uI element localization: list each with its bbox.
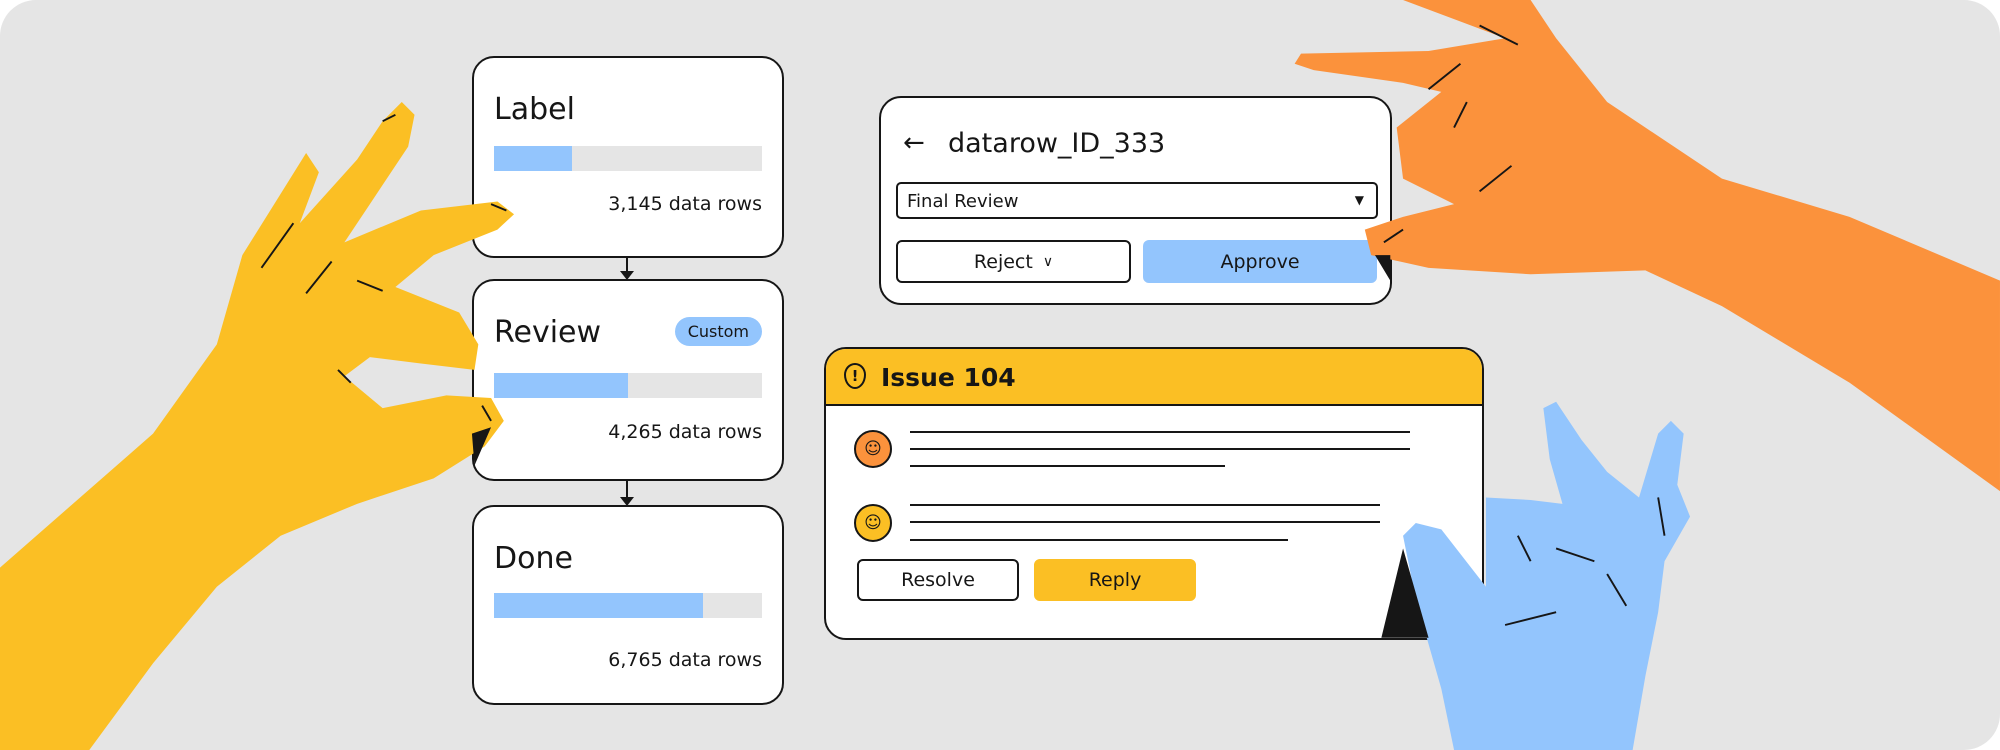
comment-line	[910, 465, 1225, 467]
reply-label: Reply	[1088, 569, 1142, 591]
user-avatar-icon: ☺	[854, 504, 892, 542]
progress-bar	[494, 593, 762, 618]
row-count: 6,765 data rows	[608, 649, 762, 671]
progress-fill	[494, 593, 704, 618]
issue-header: ! Issue 104	[826, 349, 1482, 406]
comment-line	[910, 539, 1288, 541]
approve-label: Approve	[1220, 250, 1300, 273]
comment-line	[910, 504, 1380, 506]
status-select[interactable]: Final Review ▼	[896, 182, 1378, 219]
progress-bar	[494, 146, 762, 171]
stage-title: Done	[494, 541, 573, 576]
flow-arrow	[620, 258, 634, 280]
stage-title: Review	[494, 315, 602, 350]
blue-hand	[1403, 401, 1691, 750]
progress-fill	[494, 146, 572, 171]
alert-pin-icon: !	[844, 363, 866, 389]
progress-bar	[494, 373, 762, 398]
user-avatar-icon: ☺	[854, 430, 892, 468]
custom-badge: Custom	[674, 317, 762, 346]
caret-down-icon: ▼	[1354, 193, 1364, 207]
row-count: 4,265 data rows	[608, 421, 762, 443]
stage-title: Label	[494, 92, 575, 127]
progress-fill	[494, 373, 628, 398]
approve-button[interactable]: Approve	[1143, 240, 1377, 283]
resolve-label: Resolve	[901, 569, 975, 591]
comment-line	[910, 431, 1410, 433]
resolve-button[interactable]: Resolve	[857, 559, 1019, 601]
status-select-value: Final Review	[907, 191, 1019, 212]
chevron-down-icon: ∨	[1042, 253, 1054, 270]
comment-line	[910, 448, 1410, 450]
reply-button[interactable]: Reply	[1034, 559, 1196, 601]
row-count: 3,145 data rows	[608, 193, 762, 215]
reject-label: Reject	[973, 250, 1033, 273]
reject-button[interactable]: Reject ∨	[896, 240, 1131, 283]
orange-hand	[1294, 0, 2000, 492]
back-arrow-icon[interactable]: ←	[903, 128, 925, 158]
datarow-title: datarow_ID_333	[948, 128, 1166, 159]
yellow-hand	[0, 102, 515, 750]
stage-card-label[interactable]: Label 3,145 data rows	[472, 56, 784, 258]
issue-panel: ! Issue 104 ☺ ☺ Resolve Reply	[824, 347, 1484, 640]
issue-title: Issue 104	[881, 363, 1016, 392]
datarow-panel: ← datarow_ID_333 Final Review ▼ Reject ∨…	[879, 96, 1392, 305]
flow-arrow	[620, 481, 634, 506]
card-corner-shadow	[471, 255, 1429, 638]
stage-card-done[interactable]: Done 6,765 data rows	[472, 505, 784, 705]
stage-card-review[interactable]: Review Custom 4,265 data rows	[472, 279, 784, 481]
comment-line	[910, 521, 1380, 523]
